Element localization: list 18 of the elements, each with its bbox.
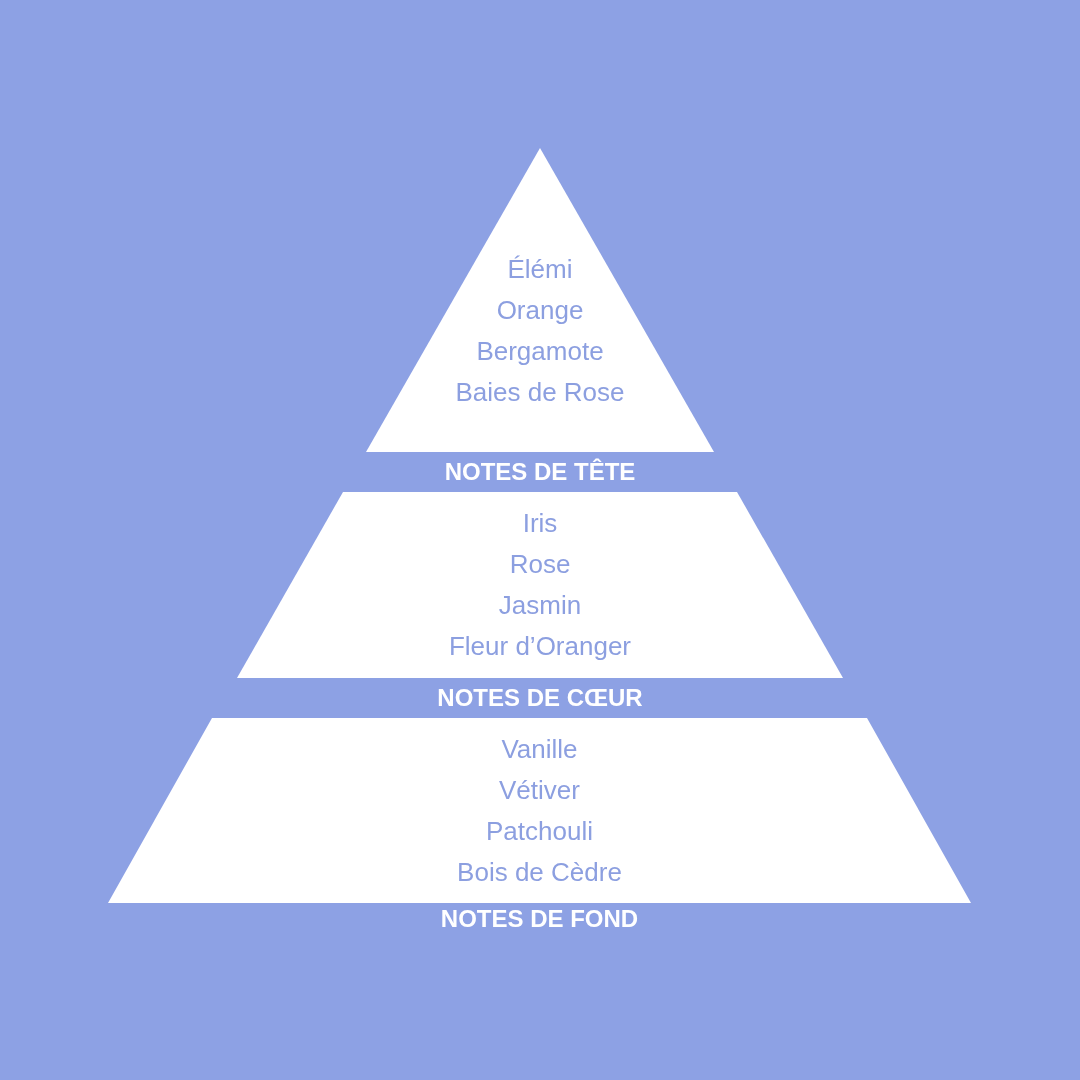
- note-text: Baies de Rose: [455, 376, 625, 409]
- note-text: Jasmin: [498, 589, 582, 622]
- note-text: Bois de Cèdre: [457, 856, 622, 889]
- tier-label: NOTES DE FOND: [440, 904, 639, 934]
- tier-label: NOTES DE TÊTE: [444, 457, 636, 487]
- pyramid-tier: [237, 492, 843, 678]
- pyramid-top-triangle: [366, 148, 714, 452]
- note-text: Patchouli: [486, 815, 593, 848]
- note-text: Bergamote: [476, 335, 604, 368]
- note-text: Iris: [522, 507, 558, 540]
- note-text: Orange: [496, 294, 584, 327]
- note-text: Fleur d’Oranger: [448, 630, 632, 663]
- note-text: Rose: [509, 548, 571, 581]
- tier-label: NOTES DE CŒUR: [437, 683, 643, 713]
- pyramid-tier: [108, 718, 971, 903]
- note-text: Vétiver: [499, 774, 580, 807]
- note-text: Élémi: [507, 253, 573, 286]
- note-text: Vanille: [501, 733, 578, 766]
